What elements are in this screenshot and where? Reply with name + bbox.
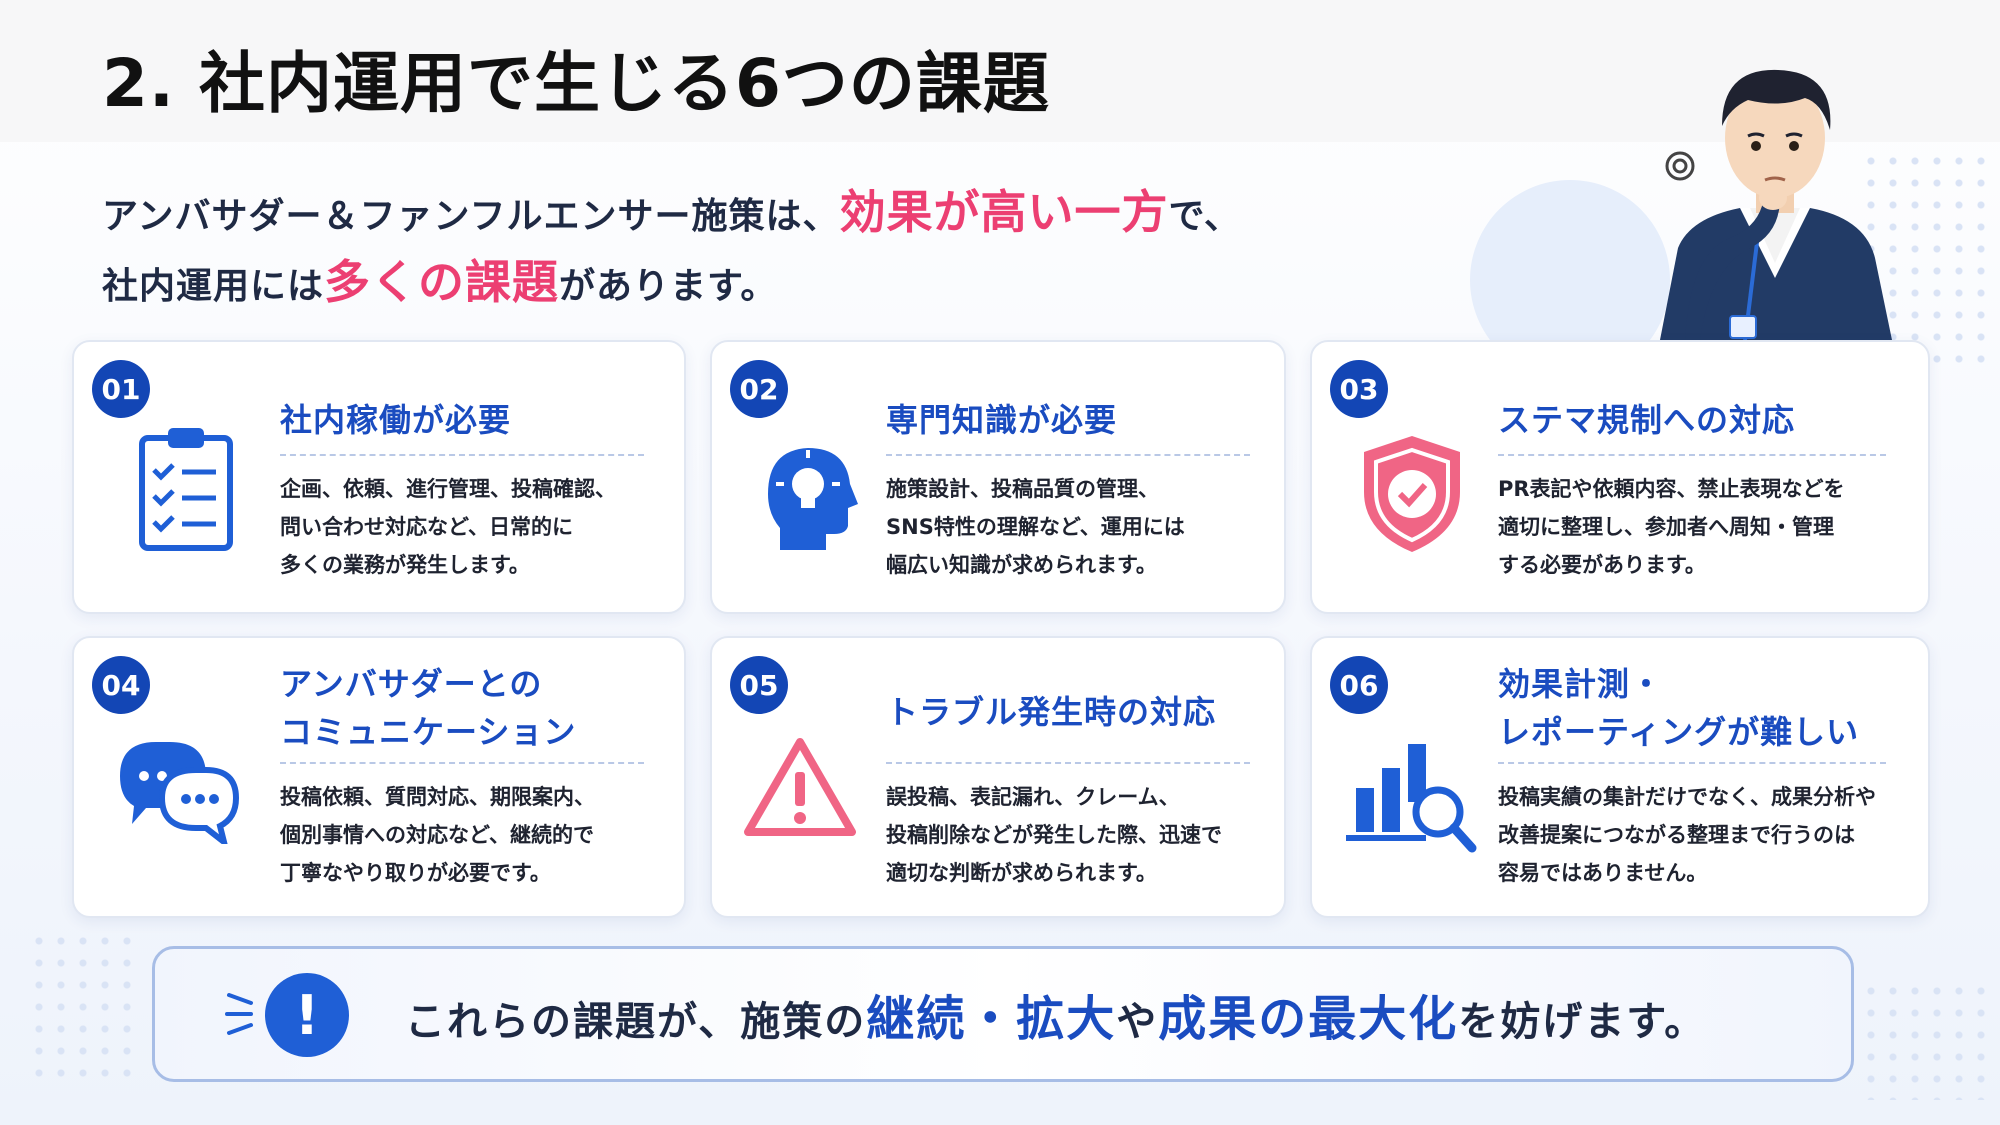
card-number-badge: 01 <box>92 360 150 418</box>
card-body-line: する必要があります。 <box>1498 553 1706 577</box>
card-title: 社内稼働が必要 <box>280 396 511 444</box>
card-divider <box>886 454 1250 456</box>
card-title-line: アンバサダーとの <box>280 665 543 703</box>
dot-pattern-bottom-right <box>1860 980 1990 1100</box>
issue-card-03: 03 ステマ規制への対応 PR表記や依頼内容、禁止表現などを 適切に整理し、参加… <box>1310 340 1930 614</box>
title-bar <box>0 0 2000 142</box>
card-body-line: 適切な判断が求められます。 <box>886 861 1157 885</box>
card-body-line: 個別事情への対応など、継続的で <box>280 823 594 847</box>
card-body-line: 問い合わせ対応など、日常的に <box>280 515 573 539</box>
card-body: 投稿実績の集計だけでなく、成果分析や 改善提案につながる整理まで行うのは 容易で… <box>1498 778 1876 892</box>
card-body-line: 企画、依頼、進行管理、投稿確認、 <box>280 477 616 501</box>
card-body-line: 適切に整理し、参加者へ周知・管理 <box>1498 515 1834 539</box>
summary-banner: ! これらの課題が、施策の継続・拡大や成果の最大化を妨げます。 <box>152 946 1854 1082</box>
chat-bubbles-icon <box>120 742 240 844</box>
issue-card-02: 02 専門知識が必要 施策設計、投稿品質の管理、 SNS特性の理解など、運用には… <box>710 340 1286 614</box>
card-body: 施策設計、投稿品質の管理、 SNS特性の理解など、運用には 幅広い知識が求められ… <box>886 470 1185 584</box>
card-body-line: 投稿実績の集計だけでなく、成果分析や <box>1498 785 1876 809</box>
intro-text: 社内運用には <box>102 266 325 307</box>
card-title: アンバサダーとの コミュニケーション <box>280 660 576 756</box>
card-number-badge: 03 <box>1330 360 1388 418</box>
thinking-businessman-illustration <box>1660 69 1892 340</box>
intro-highlight: 多くの課題 <box>324 255 560 309</box>
intro-text: で、 <box>1168 196 1242 237</box>
card-divider <box>886 762 1250 764</box>
dot-pattern-bottom-left <box>28 930 138 1090</box>
summary-text-part: を妨げます。 <box>1458 999 1707 1045</box>
card-divider <box>280 762 644 764</box>
card-body-line: 投稿依頼、質問対応、期限案内、 <box>280 785 595 809</box>
card-body: 企画、依頼、進行管理、投稿確認、 問い合わせ対応など、日常的に 多くの業務が発生… <box>280 470 616 584</box>
card-body-line: 丁寧なやり取りが必要です。 <box>280 861 551 885</box>
summary-emphasis: 成果の最大化 <box>1158 991 1459 1047</box>
card-number-badge: 04 <box>92 656 150 714</box>
card-title-line: ステマ規制への対応 <box>1498 401 1796 439</box>
card-body: 誤投稿、表記漏れ、クレーム、 投稿削除などが発生した際、迅速で 適切な判断が求め… <box>886 778 1222 892</box>
intro-line-1: アンバサダー＆ファンフルエンサー施策は、効果が高い一方で、 <box>102 176 1241 242</box>
card-body-line: SNS特性の理解など、運用には <box>886 515 1185 539</box>
card-divider <box>280 454 644 456</box>
card-number-badge: 05 <box>730 656 788 714</box>
intro-line-2: 社内運用には多くの課題があります。 <box>102 246 777 312</box>
card-title: ステマ規制への対応 <box>1498 396 1795 444</box>
card-number-badge: 02 <box>730 360 788 418</box>
card-title: 専門知識が必要 <box>886 396 1117 444</box>
summary-text: これらの課題が、施策の継続・拡大や成果の最大化を妨げます。 <box>405 979 1706 1049</box>
card-body: PR表記や依頼内容、禁止表現などを 適切に整理し、参加者へ周知・管理 する必要が… <box>1498 470 1845 584</box>
card-body-line: 容易ではありません。 <box>1498 861 1708 885</box>
clipboard-checklist-icon <box>139 428 233 551</box>
intro-text: があります。 <box>559 266 778 307</box>
card-title-line: 専門知識が必要 <box>886 401 1118 439</box>
card-title-line: 効果計測・ <box>1498 665 1664 703</box>
card-body-line: PR表記や依頼内容、禁止表現などを <box>1498 477 1845 501</box>
card-body: 投稿依頼、質問対応、期限案内、 個別事情への対応など、継続的で 丁寧なやり取りが… <box>280 778 595 892</box>
card-divider <box>1498 454 1886 456</box>
issue-card-05: 05 トラブル発生時の対応 誤投稿、表記漏れ、クレーム、 投稿削除などが発生した… <box>710 636 1286 918</box>
thought-swirl-icon <box>1665 151 1695 181</box>
summary-text-part: これらの課題が、施策の <box>405 999 867 1045</box>
card-body-line: 施策設計、投稿品質の管理、 <box>886 477 1159 501</box>
card-body-line: 多くの業務が発生します。 <box>280 553 530 577</box>
card-title-line: レポーティングが難しい <box>1498 713 1860 751</box>
issue-card-06: 06 効果計測・ レポーティングが難しい 投稿実績の集計だけでなく、成果分析や … <box>1310 636 1930 918</box>
card-title-line: コミュニケーション <box>280 713 577 751</box>
card-body-line: 改善提案につながる整理まで行うのは <box>1498 823 1855 847</box>
card-title-line: 社内稼働が必要 <box>280 401 512 439</box>
card-body-line: 投稿削除などが発生した際、迅速で <box>886 823 1222 847</box>
issue-card-04: 04 アンバサダーとの コミュニケーション 投稿依頼、質問対応、期限案内、 個別… <box>72 636 686 918</box>
intro-highlight: 効果が高い一方 <box>839 185 1169 239</box>
exclamation-icon: ! <box>265 973 349 1057</box>
intro-text: アンバサダー＆ファンフルエンサー施策は、 <box>102 196 840 237</box>
card-body-line: 幅広い知識が求められます。 <box>886 553 1157 577</box>
shield-check-icon <box>1364 436 1460 552</box>
card-body-line: 誤投稿、表記漏れ、クレーム、 <box>886 785 1180 809</box>
card-number-badge: 06 <box>1330 656 1388 714</box>
summary-emphasis: 継続・拡大 <box>866 991 1117 1047</box>
warning-triangle-icon <box>744 738 856 836</box>
page-title: 2. 社内運用で生じる6つの課題 <box>102 45 1050 122</box>
chart-magnifier-icon <box>1346 744 1477 853</box>
card-title: 効果計測・ レポーティングが難しい <box>1498 660 1859 756</box>
head-lightbulb-icon <box>768 448 858 550</box>
card-divider <box>1498 762 1886 764</box>
card-title-line: トラブル発生時の対応 <box>886 693 1217 731</box>
emphasis-lines-icon <box>225 993 253 1035</box>
issue-card-01: 01 社内稼働が必要 企画、依頼、進行管理、投稿確認、 問い合わせ対応など、日常… <box>72 340 686 614</box>
card-title: トラブル発生時の対応 <box>886 688 1216 736</box>
summary-text-part: や <box>1116 999 1159 1045</box>
